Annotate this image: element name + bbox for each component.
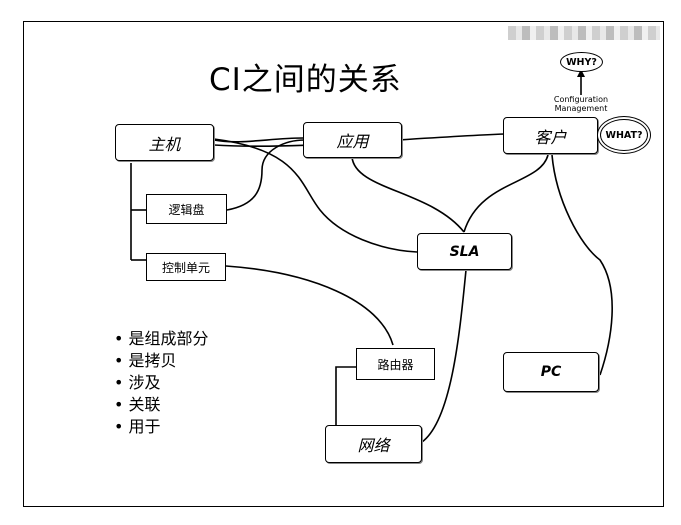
line-router-network [335,366,356,425]
node-sla: SLA [417,233,512,270]
node-router: 路由器 [356,348,435,380]
why-bubble: WHY? [560,52,603,72]
configuration-management-label: Configuration Management [550,95,612,113]
list-item: 是拷贝 [114,350,209,372]
blurred-header-strip [508,26,660,40]
node-app: 应用 [303,122,402,158]
node-pc: PC [503,352,599,392]
line-customer-sla [463,154,549,233]
list-item: 涉及 [114,372,209,394]
line-logicaldisk-app [226,139,306,211]
line-customer-pc [551,154,613,376]
list-item: 关联 [114,394,209,416]
list-item: 是组成部分 [114,328,209,350]
line-app-sla [351,156,465,233]
slide-title: CI之间的关系 [209,62,402,98]
node-logical-disk: 逻辑盘 [146,194,227,224]
node-control-unit: 控制单元 [146,253,226,281]
node-host: 主机 [115,124,214,161]
list-item: 用于 [114,416,209,438]
arrow-up-icon [577,69,585,77]
node-network: 网络 [325,425,422,463]
line-host-app [213,137,304,143]
node-customer: 客户 [503,117,598,154]
line-controlunit-router [225,265,394,346]
relationship-type-list: 是组成部分 是拷贝 涉及 关联 用于 [114,328,209,438]
line-sla-network [421,269,467,443]
what-bubble: WHAT? [600,119,648,151]
